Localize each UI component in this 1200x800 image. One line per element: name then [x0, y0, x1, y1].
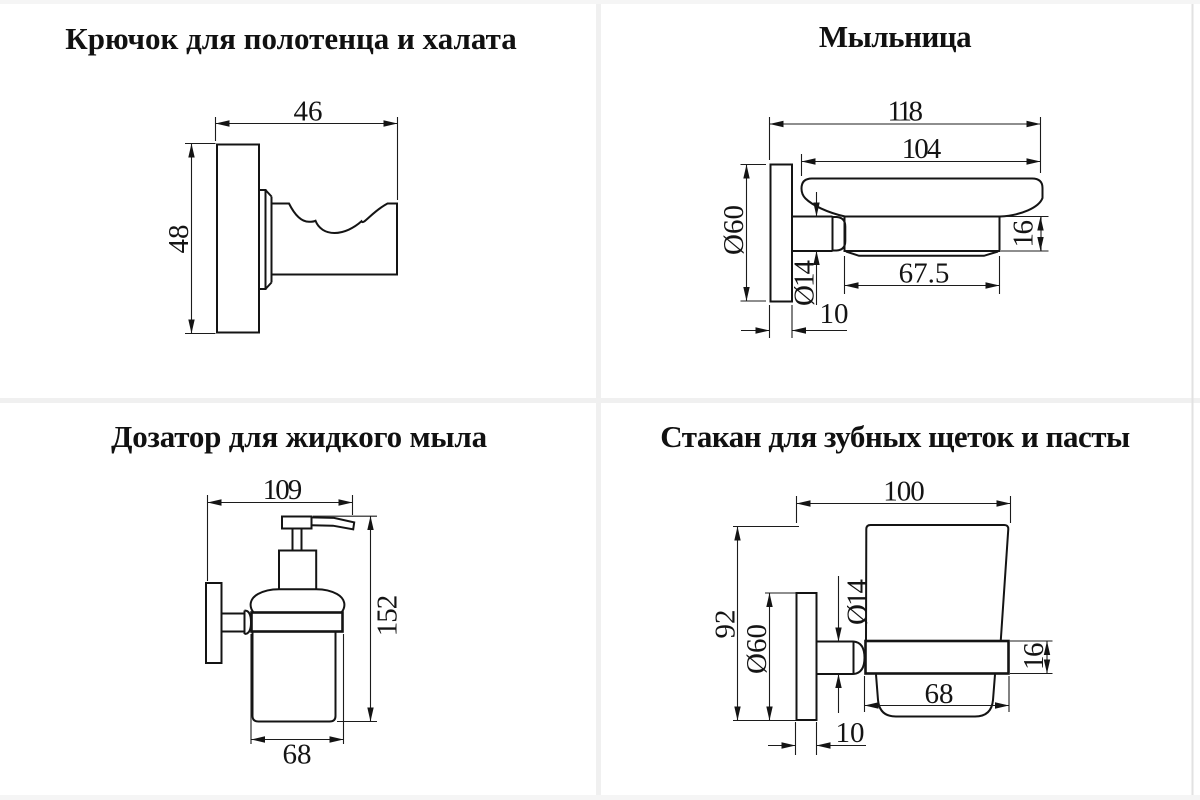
svg-text:Ø60: Ø60: [718, 205, 750, 255]
svg-text:10: 10: [836, 717, 865, 749]
svg-text:Дозатор для жидкого мыла: Дозатор для жидкого мыла: [111, 419, 488, 454]
svg-text:118: 118: [888, 96, 923, 128]
svg-text:Ø14: Ø14: [842, 579, 874, 625]
svg-text:Мыльница: Мыльница: [819, 19, 972, 54]
svg-text:Стакан для зубных щеток и паст: Стакан для зубных щеток и пасты: [660, 419, 1130, 454]
svg-text:Ø14: Ø14: [789, 260, 821, 306]
svg-text:104: 104: [902, 133, 942, 165]
svg-text:48: 48: [163, 225, 195, 254]
svg-text:67.5: 67.5: [899, 258, 950, 290]
svg-text:68: 68: [925, 678, 954, 710]
svg-text:16: 16: [1008, 221, 1040, 248]
svg-text:Крючок для полотенца и халата: Крючок для полотенца и халата: [65, 21, 517, 56]
svg-text:16: 16: [1018, 643, 1050, 670]
svg-text:100: 100: [883, 476, 924, 508]
svg-text:68: 68: [283, 739, 312, 771]
svg-text:46: 46: [294, 96, 323, 128]
svg-text:Ø60: Ø60: [741, 624, 773, 674]
svg-text:92: 92: [710, 610, 742, 639]
svg-text:109: 109: [263, 474, 302, 506]
svg-text:152: 152: [372, 596, 404, 637]
svg-text:10: 10: [820, 298, 849, 330]
